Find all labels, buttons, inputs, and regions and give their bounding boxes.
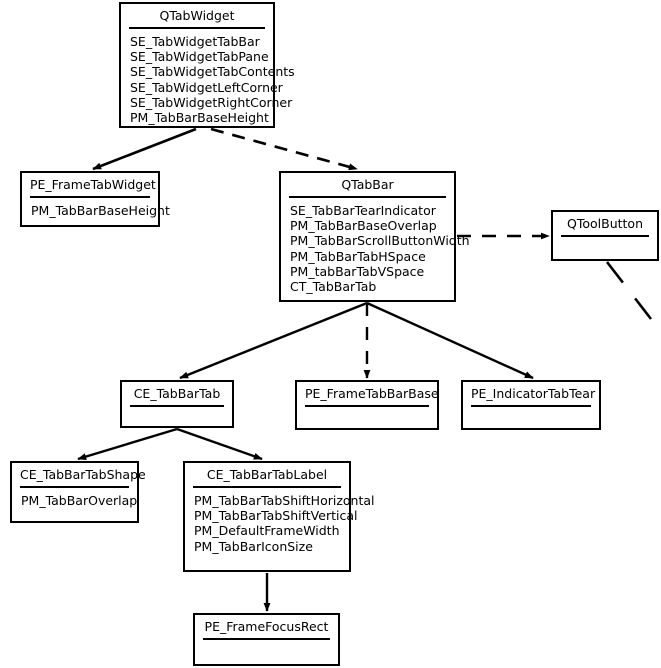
edge-ce_tabbartab-to-ce_tabbartablabel: [176, 427, 263, 461]
node-item: SE_TabBarTearIndicator: [290, 203, 436, 218]
node-item: SE_TabWidgetLeftCorner: [130, 79, 283, 95]
node-item: PM_DefaultFrameWidth: [194, 523, 340, 539]
node-qtabbar[interactable]: QTabBar SE_TabBarTearIndicator PM_TabBar…: [279, 171, 470, 302]
node-pe-indicatortabtear[interactable]: PE_IndicatorTabTear: [461, 380, 601, 430]
node-item: PM_TabBarBaseOverlap: [290, 218, 437, 234]
node-item: SE_TabWidgetTabBar: [130, 34, 260, 49]
node-item: PM_TabBarIconSize: [194, 538, 313, 554]
node-pe-framefocusrect[interactable]: PE_FrameFocusRect: [193, 613, 340, 666]
node-qtabwidget[interactable]: QTabWidget SE_TabWidgetTabBar SE_TabWidg…: [119, 2, 295, 130]
node-title: CE_TabBarTabLabel: [206, 467, 328, 482]
node-item: PM_TabBarTabHSpace: [290, 248, 426, 264]
node-item: SE_TabWidgetTabPane: [130, 49, 269, 65]
edge-qtabwidget-to-pe_frametabwidget: [92, 127, 197, 171]
node-pe-frametabbarbase[interactable]: PE_FrameTabBarBase: [295, 380, 439, 430]
node-pe-frametabwidget[interactable]: PE_FrameTabWidget PM_TabBarBaseHeight: [20, 171, 170, 227]
node-item: PM_TabBarOverlap: [21, 493, 138, 508]
node-title: QTabWidget: [159, 8, 235, 23]
node-body: [122, 407, 232, 433]
title-divider: [20, 486, 129, 488]
node-item: PM_tabBarTabVSpace: [290, 263, 425, 279]
node-item: PM_TabBarBaseHeight: [130, 110, 269, 126]
node-item: SE_TabWidgetTabContents: [130, 64, 295, 80]
title-divider: [561, 235, 649, 237]
node-ce-tabbartablabel[interactable]: CE_TabBarTabLabel PM_TabBarTabShiftHoriz…: [183, 461, 375, 572]
node-body: PM_TabBarOverlap: [12, 488, 137, 513]
edge-qtabwidget-to-qtabbar: [210, 127, 358, 171]
title-divider: [193, 486, 341, 488]
node-ce-tabbartabshape[interactable]: CE_TabBarTabShape PM_TabBarOverlap: [10, 461, 146, 523]
title-divider: [203, 638, 330, 640]
node-title: PE_FrameFocusRect: [204, 619, 329, 634]
title-divider: [471, 405, 591, 407]
node-title: PE_FrameTabWidget: [30, 177, 156, 192]
title-divider: [129, 27, 265, 29]
node-item: CT_TabBarTab: [290, 279, 377, 295]
node-title: CE_TabBarTab: [133, 386, 221, 401]
node-body: [463, 407, 599, 433]
node-qtoolbutton[interactable]: QToolButton: [551, 210, 659, 261]
node-item: PM_TabBarBaseHeight: [31, 203, 170, 218]
title-divider: [305, 405, 429, 407]
node-title: PE_FrameTabBarBase: [305, 386, 439, 401]
title-divider: [30, 196, 150, 198]
edge-ce_tabbartab-to-ce_tabbartabshape: [77, 427, 178, 461]
edge-qtabbar-to-ce_tabbartab: [179, 301, 368, 380]
node-ce-tabbartab[interactable]: CE_TabBarTab: [120, 380, 234, 428]
title-divider: [130, 405, 224, 407]
node-title: QToolButton: [567, 216, 643, 231]
node-body: [553, 237, 657, 263]
node-title: PE_IndicatorTabTear: [471, 386, 596, 401]
node-body: SE_TabBarTearIndicator PM_TabBarBaseOver…: [281, 198, 470, 299]
node-body: [297, 407, 437, 433]
node-title: CE_TabBarTabShape: [20, 467, 146, 482]
node-item: PM_TabBarTabShiftHorizontal: [194, 493, 375, 508]
node-title: QTabBar: [341, 177, 394, 192]
node-body: PM_TabBarBaseHeight: [22, 198, 170, 223]
title-divider: [289, 196, 446, 198]
node-item: PM_TabBarTabShiftVertical: [194, 508, 358, 524]
node-body: SE_TabWidgetTabBar SE_TabWidgetTabPane S…: [121, 29, 295, 130]
node-item: SE_TabWidgetRightCorner: [130, 94, 293, 110]
node-item: PM_TabBarScrollButtonWidth: [290, 233, 470, 249]
node-body: PM_TabBarTabShiftHorizontal PM_TabBarTab…: [185, 488, 375, 559]
edge-qtoolbutton-dangling: [605, 261, 661, 335]
edge-qtabbar-to-pe_indicatortabtear: [366, 301, 534, 380]
node-body: [195, 640, 338, 666]
